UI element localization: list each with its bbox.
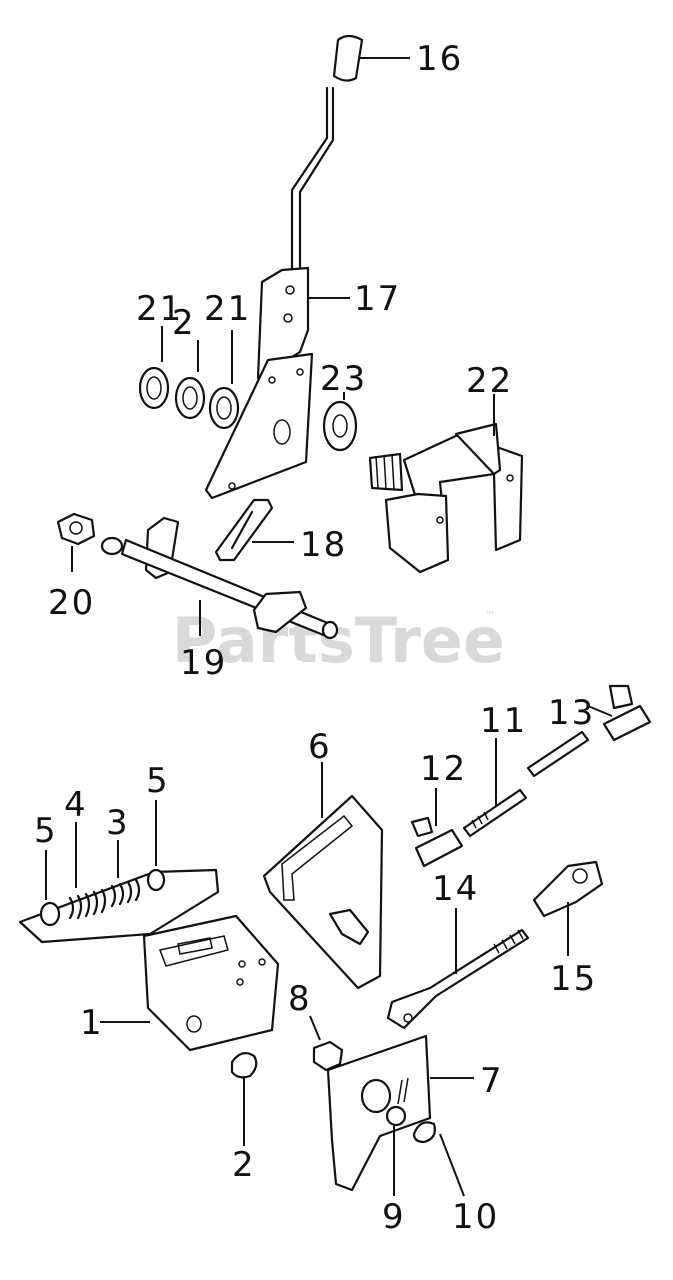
part-21-washers[interactable]: [138, 326, 240, 430]
part-10-clip[interactable]: [412, 1121, 465, 1197]
callout-17: 17: [354, 279, 401, 319]
callout-9: 9: [382, 1197, 406, 1237]
part-5-cap-left[interactable]: [39, 850, 61, 927]
part-4-spring[interactable]: [68, 822, 107, 920]
part-7-arm[interactable]: [326, 1034, 474, 1192]
callout-21-left: 21: [136, 289, 183, 329]
callout-5-right: 5: [146, 761, 170, 801]
part-11-rod[interactable]: [462, 730, 590, 838]
callout-2: 2: [232, 1145, 256, 1185]
part-6-plate[interactable]: [262, 762, 384, 990]
part-18-link[interactable]: [214, 498, 294, 562]
part-13-fitting[interactable]: [587, 684, 652, 742]
callout-1: 1: [80, 1003, 104, 1043]
callout-20: 20: [48, 583, 95, 623]
callout-4: 4: [64, 785, 88, 825]
part-19-shaft[interactable]: [100, 516, 339, 640]
part-2-clip[interactable]: [230, 1051, 258, 1146]
callout-12: 12: [420, 749, 467, 789]
callout-2-washer: 2: [172, 303, 196, 343]
part-12-fitting[interactable]: [410, 788, 464, 868]
callout-7: 7: [480, 1061, 504, 1101]
watermark-logo: PartsTree: [172, 604, 505, 677]
callout-19: 19: [180, 643, 227, 683]
callout-8: 8: [288, 979, 312, 1019]
callout-13: 13: [548, 693, 595, 733]
part-23-washer[interactable]: [322, 392, 358, 452]
callout-15: 15: [550, 959, 597, 999]
callout-14: 14: [432, 869, 479, 909]
callout-16: 16: [416, 39, 463, 79]
part-3-spring[interactable]: [110, 840, 141, 908]
callout-22: 22: [466, 361, 513, 401]
callout-3: 3: [106, 803, 130, 843]
part-8-nut[interactable]: [309, 1015, 344, 1072]
watermark-trademark: ™: [484, 609, 496, 623]
callout-11: 11: [480, 701, 527, 741]
part-20-nut[interactable]: [56, 512, 96, 572]
part-shift-plate[interactable]: [204, 352, 314, 500]
callout-23: 23: [320, 359, 367, 399]
part-17-shift-lever[interactable]: [256, 86, 350, 380]
part-22-fork-bracket[interactable]: [368, 394, 524, 574]
part-9-pin[interactable]: [385, 1105, 407, 1196]
part-16-knob[interactable]: [332, 34, 410, 82]
part-14-rod[interactable]: [386, 908, 530, 1030]
part-5-cap-right[interactable]: [146, 800, 166, 892]
part-15-clevis[interactable]: [532, 860, 604, 956]
part-1-bracket[interactable]: [100, 914, 280, 1052]
callout-18: 18: [300, 525, 347, 565]
callout-5-left: 5: [34, 811, 58, 851]
callout-10: 10: [452, 1197, 499, 1237]
callout-6: 6: [308, 727, 332, 767]
callout-21-right: 21: [204, 289, 251, 329]
